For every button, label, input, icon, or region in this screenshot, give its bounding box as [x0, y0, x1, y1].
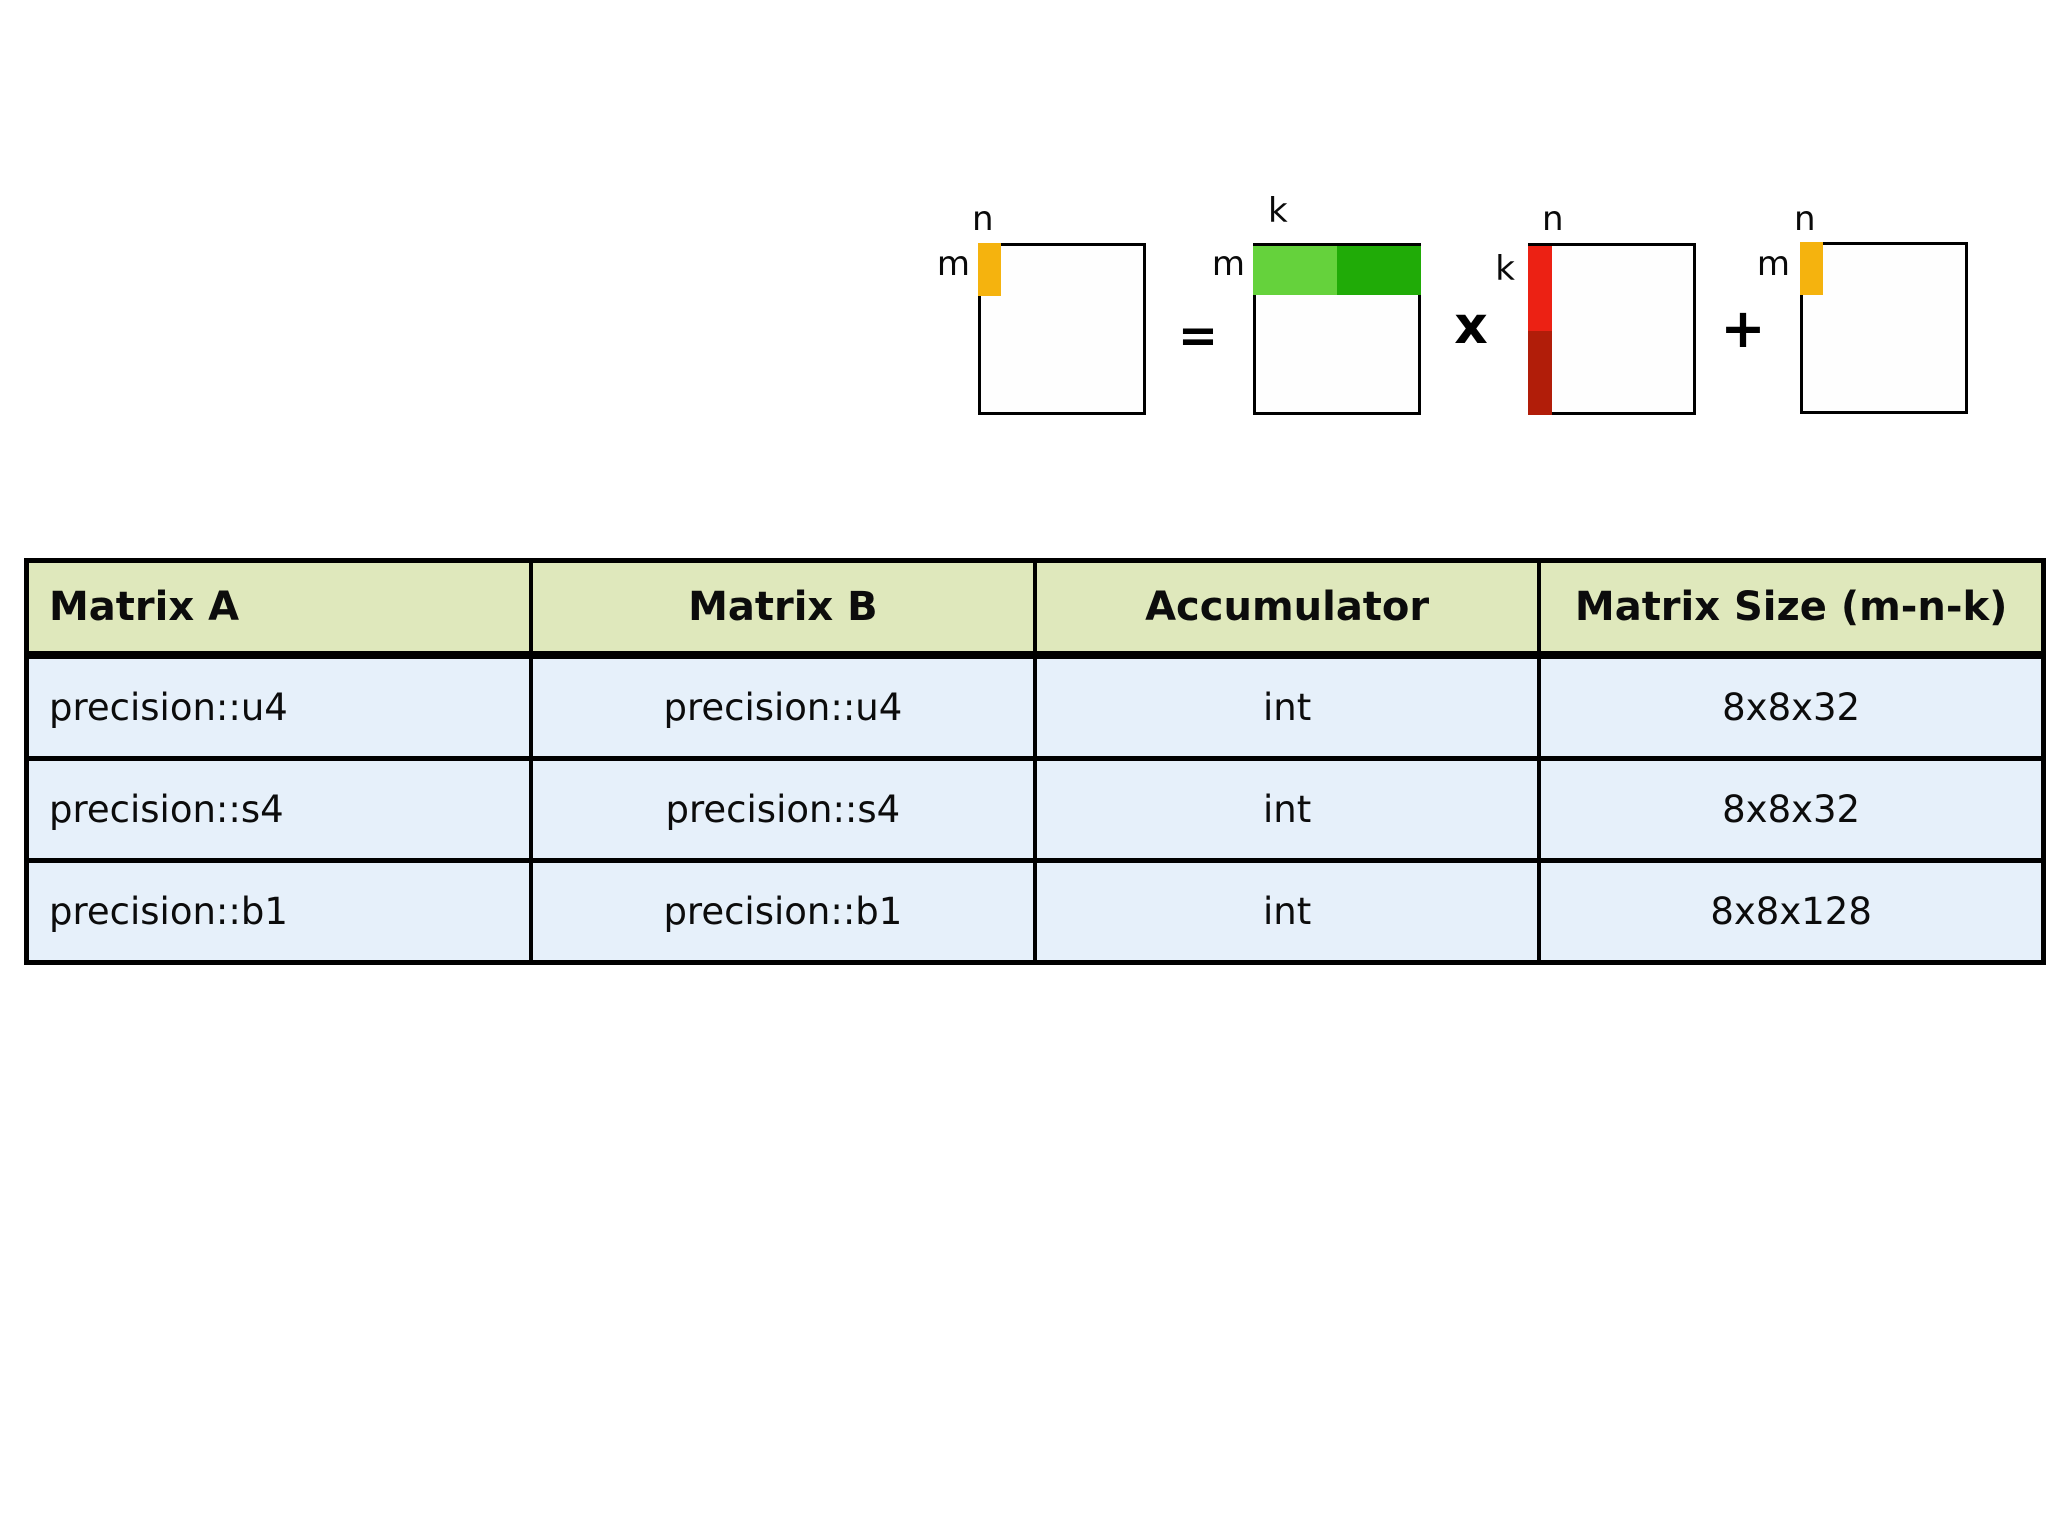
matrix-a-highlight-dark-green — [1337, 246, 1421, 295]
cell-matrix-a: precision::s4 — [24, 756, 533, 863]
cell-matrix-b: precision::u4 — [528, 652, 1038, 761]
cell-matrix-size: 8x8x32 — [1537, 756, 2046, 863]
matrix-b-highlight-dark-red — [1528, 330, 1552, 415]
multiply-operator: x — [1454, 296, 1488, 356]
matrix-a-highlight-rows — [1253, 246, 1421, 295]
table-row: precision::u4 precision::u4 int 8x8x32 — [24, 652, 2046, 761]
precision-table-header: Matrix A Matrix B Accumulator Matrix Siz… — [24, 558, 2046, 659]
matrix-a-top-dim-label: k — [1268, 191, 1288, 231]
matrix-b-top-dim-label: n — [1542, 199, 1564, 239]
header-row: Matrix A Matrix B Accumulator Matrix Siz… — [24, 558, 2046, 659]
matrix-c-top-dim-label: n — [1794, 199, 1816, 239]
matrix-a-highlight-light-green — [1253, 246, 1337, 295]
matrix-b-operand — [1528, 243, 1696, 415]
table-row: precision::b1 precision::b1 int 8x8x128 — [24, 858, 2046, 965]
cell-matrix-b: precision::s4 — [528, 756, 1038, 863]
cell-matrix-size: 8x8x128 — [1537, 858, 2046, 965]
matrix-b-highlight-column — [1528, 246, 1552, 415]
header-matrix-a: Matrix A — [24, 558, 533, 659]
cell-accumulator: int — [1032, 858, 1542, 965]
matrix-d-highlight-tile — [978, 243, 1001, 296]
equals-operator: = — [1177, 308, 1219, 364]
matrix-b-side-dim-label: k — [1495, 249, 1515, 289]
matrix-a-operand — [1253, 243, 1421, 415]
matrix-d-top-dim-label: n — [972, 199, 994, 239]
matrix-c-side-dim-label: m — [1756, 244, 1790, 284]
plus-operator: + — [1720, 297, 1766, 360]
matrix-d-side-dim-label: m — [936, 244, 970, 284]
cell-accumulator: int — [1032, 652, 1542, 761]
cell-matrix-a: precision::b1 — [24, 858, 533, 965]
matrix-b-highlight-bright-red — [1528, 246, 1552, 331]
precision-table-body: precision::u4 precision::u4 int 8x8x32 p… — [24, 652, 2046, 965]
cell-matrix-a: precision::u4 — [24, 652, 533, 761]
matrix-c-addend — [1800, 242, 1968, 414]
header-accumulator: Accumulator — [1032, 558, 1542, 659]
matrix-c-highlight-tile — [1800, 242, 1823, 295]
header-matrix-size: Matrix Size (m-n-k) — [1537, 558, 2046, 659]
precision-table: Matrix A Matrix B Accumulator Matrix Siz… — [24, 558, 2046, 965]
matrix-d-result — [978, 243, 1146, 415]
cell-matrix-b: precision::b1 — [528, 858, 1038, 965]
cell-accumulator: int — [1032, 756, 1542, 863]
matrix-a-side-dim-label: m — [1211, 244, 1245, 284]
header-matrix-b: Matrix B — [528, 558, 1038, 659]
table-row: precision::s4 precision::s4 int 8x8x32 — [24, 756, 2046, 863]
cell-matrix-size: 8x8x32 — [1537, 652, 2046, 761]
